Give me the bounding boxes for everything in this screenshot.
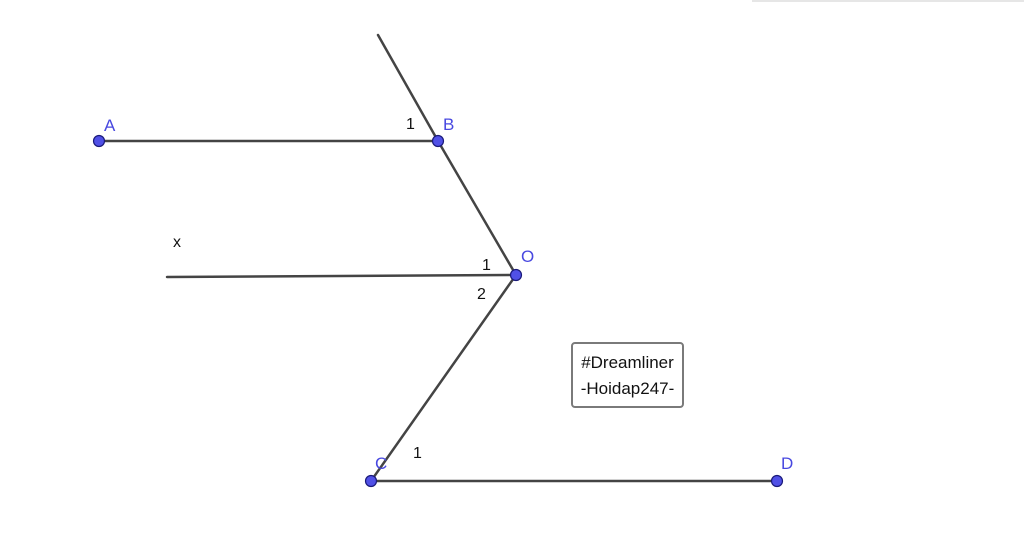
segment-oc[interactable] — [369, 273, 518, 483]
top-edge-divider — [752, 0, 1024, 2]
ray-label-x: x — [173, 234, 181, 251]
angle-label-b1: 1 — [406, 116, 415, 133]
point-b[interactable] — [431, 134, 445, 148]
point-a[interactable] — [92, 134, 106, 148]
watermark-box: #Dreamliner -Hoidap247- — [571, 342, 684, 408]
point-label-o: O — [521, 247, 534, 266]
segment-ox[interactable] — [165, 273, 518, 279]
point-label-b: B — [443, 115, 454, 134]
angle-label-o1: 1 — [482, 257, 491, 274]
point-c[interactable] — [364, 474, 378, 488]
angle-label-c1: 1 — [413, 445, 422, 462]
watermark-line-1: #Dreamliner — [581, 353, 674, 372]
point-d[interactable] — [770, 474, 784, 488]
segment-ray-through-b[interactable] — [376, 33, 440, 143]
point-label-a: A — [104, 116, 116, 135]
watermark-line-2: -Hoidap247- — [580, 379, 675, 398]
point-label-c: C — [375, 454, 387, 473]
angle-label-o2: 2 — [477, 286, 486, 303]
segment-bo[interactable] — [436, 139, 518, 277]
point-label-d: D — [781, 454, 793, 473]
point-o[interactable] — [509, 268, 523, 282]
